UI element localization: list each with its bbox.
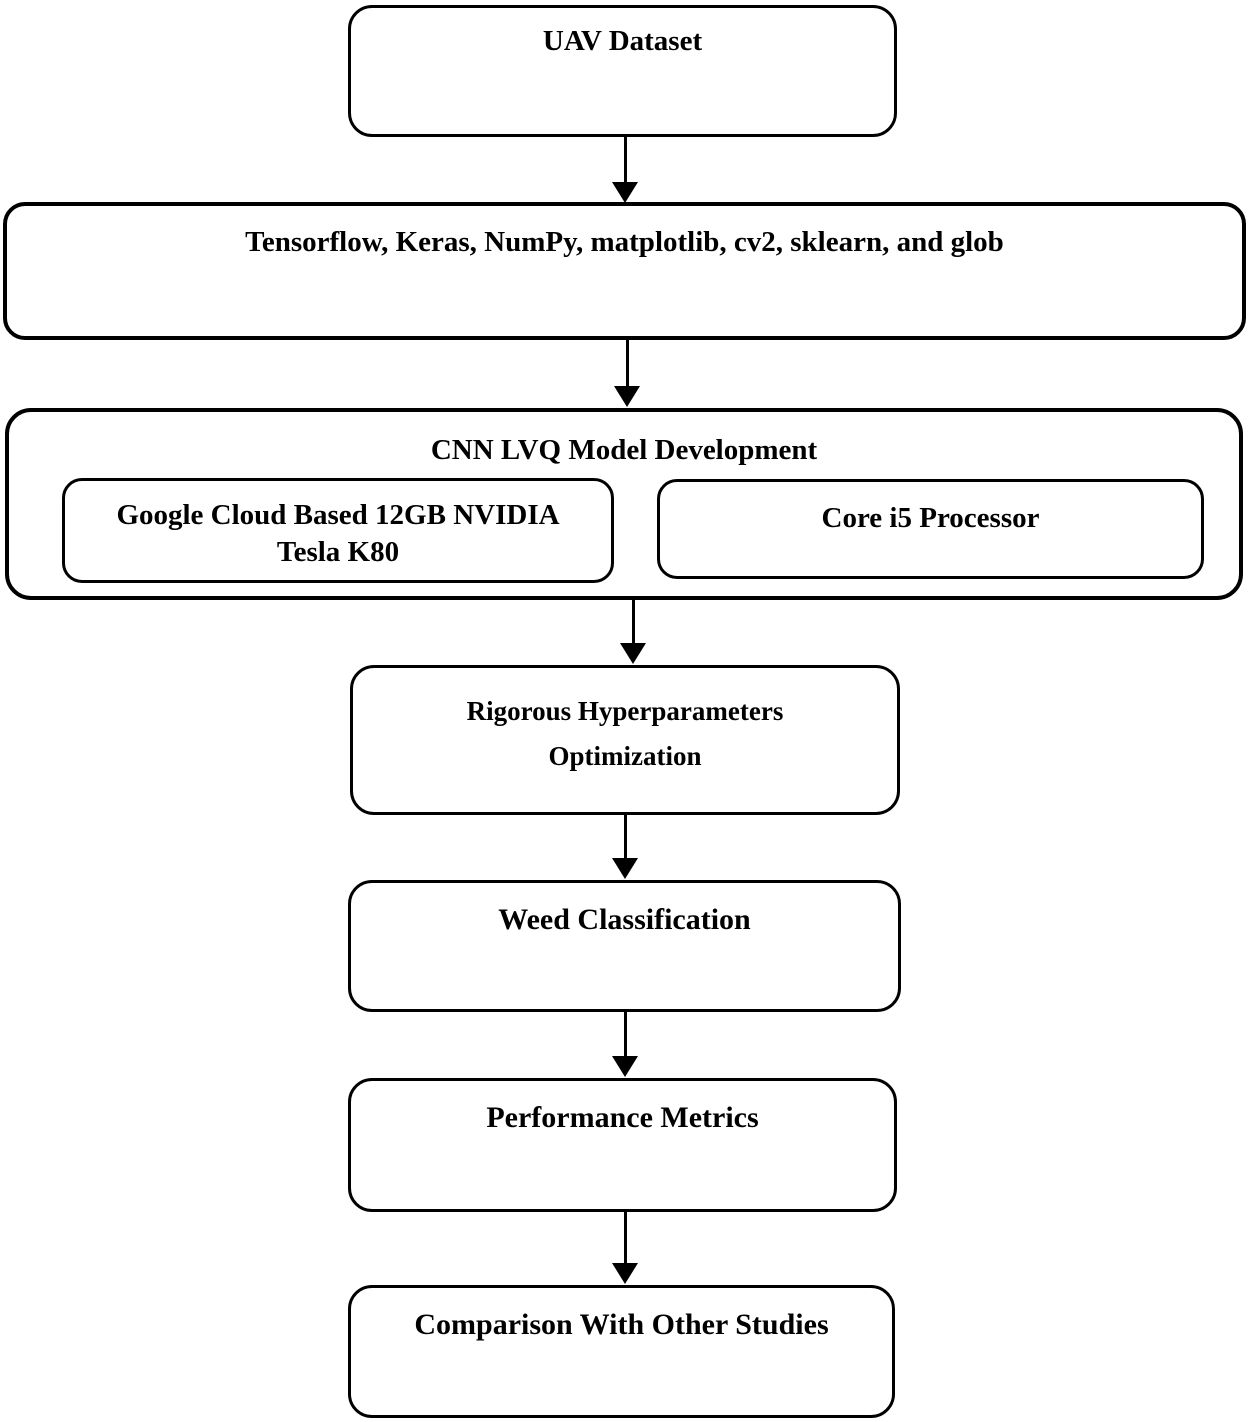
arrow-head-icon: [612, 858, 638, 879]
node-gpu: Google Cloud Based 12GB NVIDIA Tesla K80: [62, 478, 614, 583]
arrow-shaft: [623, 1012, 627, 1056]
node-comparison: Comparison With Other Studies: [348, 1285, 895, 1418]
node-uav-dataset: UAV Dataset: [348, 5, 897, 137]
node-hyperparameters: Rigorous Hyperparameters Optimization: [350, 665, 900, 815]
node-performance-metrics-label: Performance Metrics: [486, 1101, 759, 1134]
node-libraries: Tensorflow, Keras, NumPy, matplotlib, cv…: [3, 202, 1246, 340]
node-gpu-label-line1: Google Cloud Based 12GB NVIDIA: [116, 499, 560, 531]
arrow-shaft: [625, 340, 629, 386]
node-uav-dataset-label: UAV Dataset: [542, 25, 703, 57]
arrow-libraries-to-model: [614, 340, 640, 407]
arrow-head-icon: [612, 1056, 638, 1077]
arrow-uav-to-libraries: [612, 137, 638, 203]
node-cpu-label: Core i5 Processor: [821, 502, 1040, 534]
arrow-shaft: [623, 1212, 627, 1263]
arrow-shaft: [623, 815, 627, 858]
arrow-head-icon: [620, 643, 646, 664]
node-cpu: Core i5 Processor: [657, 479, 1204, 579]
node-model-development: CNN LVQ Model Development Google Cloud B…: [5, 408, 1243, 600]
node-comparison-label: Comparison With Other Studies: [414, 1308, 829, 1341]
node-gpu-label-line2: Tesla K80: [276, 536, 400, 568]
arrow-weed-to-performance: [612, 1012, 638, 1077]
arrow-head-icon: [612, 182, 638, 203]
arrow-head-icon: [612, 1263, 638, 1284]
arrow-shaft: [631, 600, 635, 643]
arrow-shaft: [623, 137, 627, 182]
node-libraries-label: Tensorflow, Keras, NumPy, matplotlib, cv…: [245, 226, 1004, 258]
arrow-head-icon: [614, 386, 640, 407]
arrow-hyperparameters-to-weed: [612, 815, 638, 879]
arrow-performance-to-comparison: [612, 1212, 638, 1284]
node-weed-classification-label: Weed Classification: [498, 903, 751, 936]
node-weed-classification: Weed Classification: [348, 880, 901, 1012]
node-performance-metrics: Performance Metrics: [348, 1078, 897, 1212]
node-model-development-title: CNN LVQ Model Development: [430, 434, 818, 466]
node-hyperparameters-label-line2: Optimization: [548, 741, 702, 771]
arrow-model-to-hyperparameters: [620, 600, 646, 664]
node-hyperparameters-label-line1: Rigorous Hyperparameters: [466, 696, 784, 726]
